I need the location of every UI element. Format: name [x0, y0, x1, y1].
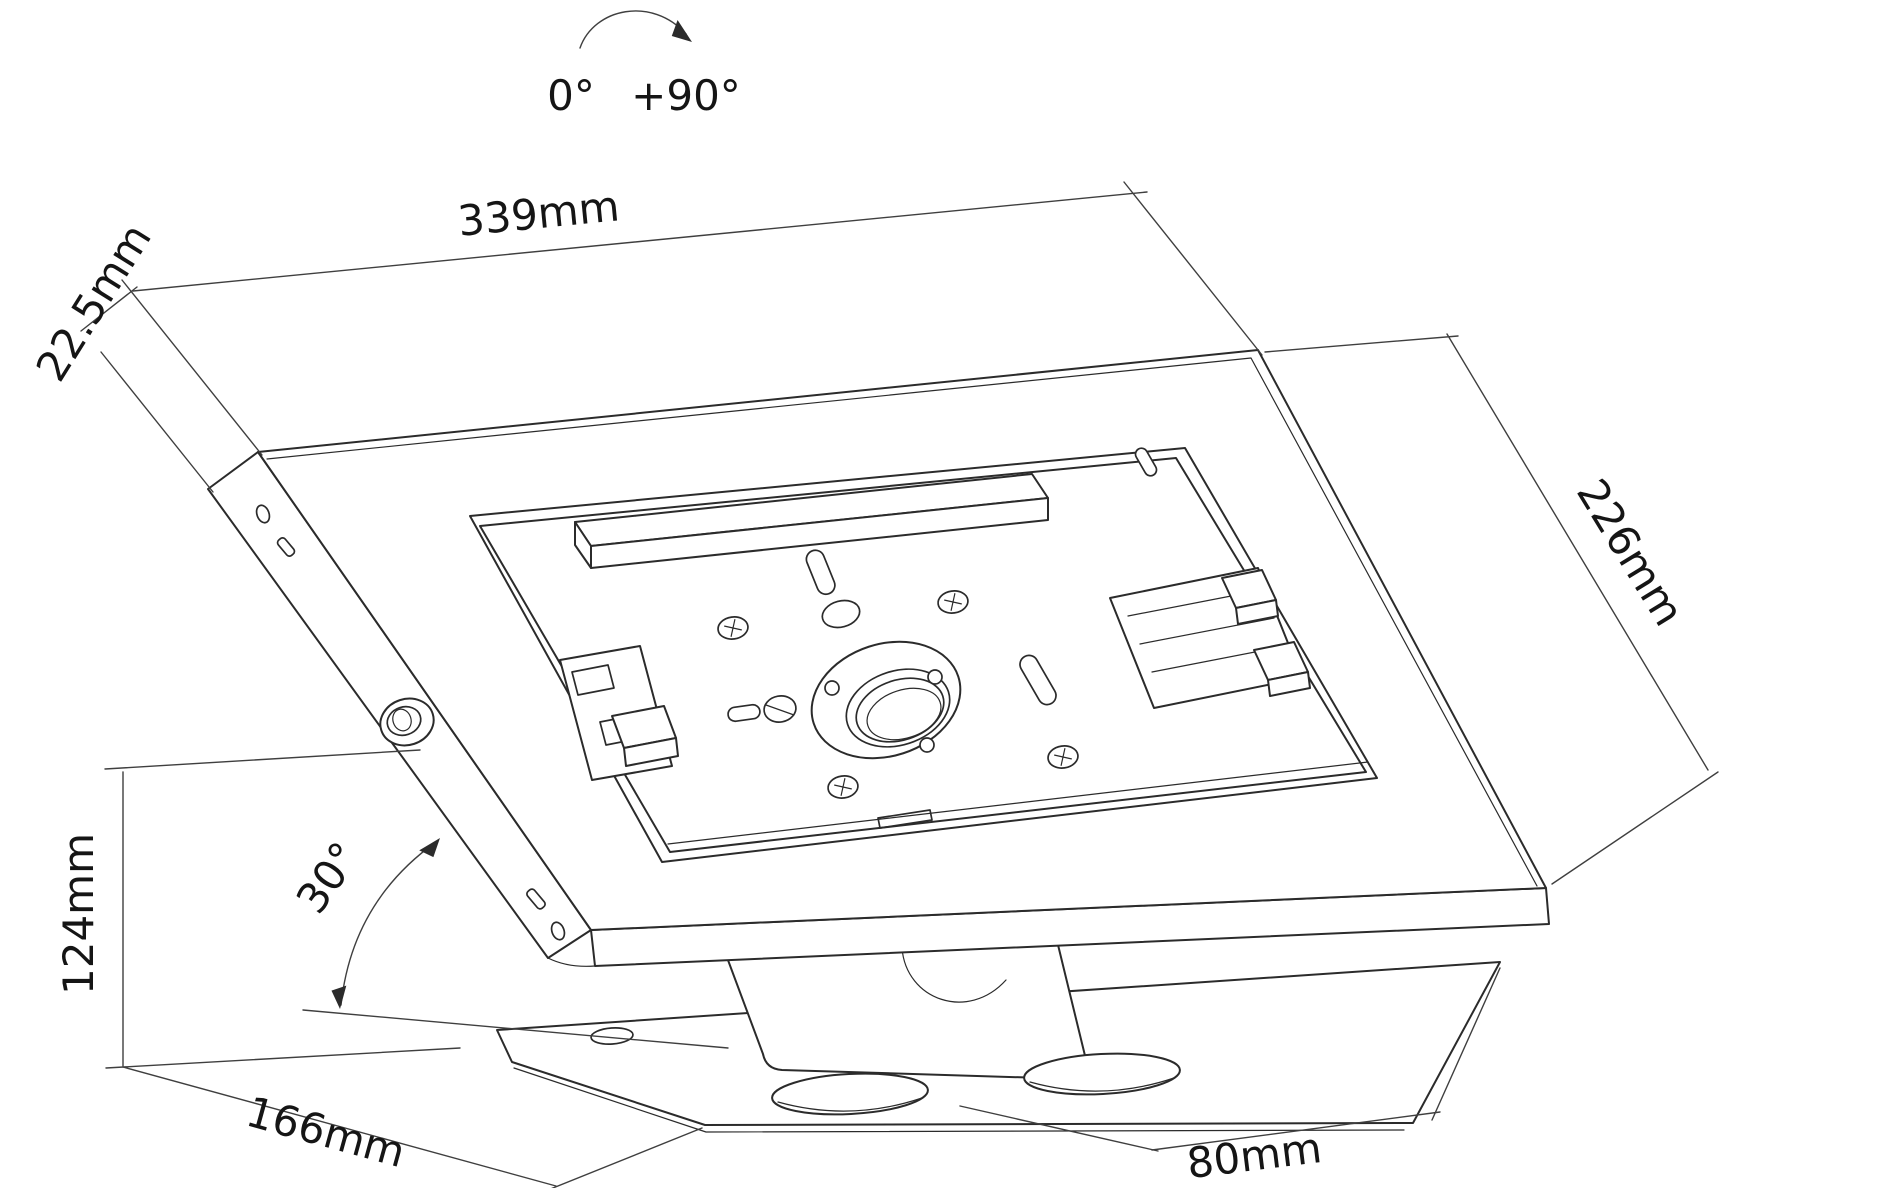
foot-pad-bottom-edge: [1029, 1077, 1175, 1092]
base-depth-dimension-label: 80mm: [1184, 1123, 1324, 1188]
phillips-screw: [937, 590, 969, 614]
side-ports: [255, 504, 566, 941]
arrowhead: [419, 838, 440, 858]
tilt-angle-arc: [340, 841, 437, 1006]
clamp-bar-end: [574, 521, 592, 569]
phillips-screw: [717, 616, 749, 640]
arrowhead: [671, 20, 692, 42]
extension-line: [121, 279, 263, 456]
recess-bottom-strip: [667, 761, 1369, 845]
extension-line: [104, 749, 421, 770]
usb-port: [276, 537, 296, 557]
phillips-screw: [1047, 745, 1079, 769]
extension-line: [551, 1127, 703, 1188]
rotation-boss: [810, 640, 962, 760]
dimension-line: [80, 286, 138, 332]
cable-hole-arch: [901, 947, 1007, 1003]
dimension-height: 124mm: [54, 749, 461, 1069]
enclosure-corner-round: [547, 957, 596, 967]
depth-dimension-label: 226mm: [1567, 471, 1693, 635]
usb-port: [526, 888, 546, 910]
extension-line: [1264, 335, 1459, 353]
rotation-indicator: 0° +90°: [547, 10, 741, 120]
dimension-line: [132, 191, 1148, 292]
latch-detail: [727, 695, 797, 723]
width-dimension-label: 339mm: [456, 181, 622, 246]
dimension-line: [1446, 333, 1709, 771]
dimension-line: [122, 1066, 557, 1187]
tilt-angle-label: 30°: [287, 833, 370, 922]
stand-feet: [771, 1052, 1181, 1116]
rotation-arc: [579, 10, 687, 49]
thickness-dimension-label: 22.5mm: [26, 215, 160, 390]
oblong-slot: [1019, 654, 1057, 706]
side-port-hole: [255, 504, 271, 524]
extension-line: [1551, 771, 1719, 885]
enclosure-edge-highlight: [266, 357, 1538, 887]
foot-pad-bottom-edge: [777, 1097, 923, 1112]
mounting-plate-details: [559, 447, 1311, 799]
height-dimension-label: 124mm: [54, 833, 103, 995]
side-port-hole: [550, 921, 566, 941]
right-clip-assembly: [1109, 567, 1311, 709]
foot-pad: [1023, 1052, 1181, 1096]
rotation-end-label: +90°: [631, 71, 741, 120]
lock-cylinder: [379, 697, 435, 747]
extension-line: [105, 1047, 461, 1069]
extension-line: [1431, 967, 1501, 1121]
rotation-start-label: 0°: [547, 71, 595, 120]
extension-line: [959, 1105, 1159, 1152]
dimension-line: [1151, 1111, 1441, 1151]
small-oblong-slot: [1134, 447, 1158, 477]
recess-bottom-slot: [877, 809, 933, 829]
arrowhead: [331, 985, 347, 1009]
keyhole-slot: [805, 549, 861, 629]
extension-line: [100, 351, 214, 493]
base-plate-thickness-edge: [513, 1067, 1405, 1133]
base-length-dimension-label: 166mm: [241, 1087, 410, 1177]
foot-pad: [771, 1072, 929, 1116]
tilt-reference-line: [302, 1009, 729, 1049]
base-screw-hole: [590, 1027, 634, 1045]
left-bracket-clip: [559, 645, 679, 781]
phillips-screw: [827, 775, 859, 799]
dimension-thickness: 22.5mm: [26, 215, 214, 493]
extension-line: [1123, 181, 1263, 356]
